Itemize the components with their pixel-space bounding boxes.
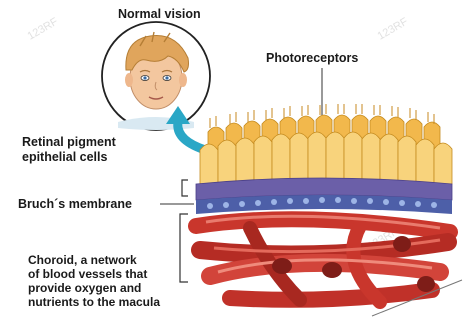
choroid-bracket — [180, 214, 188, 282]
rpe-label-line1: Retinal pigment — [22, 135, 117, 149]
photoreceptor-cells — [200, 104, 452, 184]
choroid-label-line4: nutrients to the macula — [28, 295, 160, 309]
choroid-label-line1: Choroid, a network — [28, 253, 137, 267]
bruchs-membrane-label: Bruch´s membrane — [18, 197, 132, 211]
watermark-text: 123RF — [376, 16, 411, 43]
rpe-bracket — [182, 180, 188, 196]
retina-layers — [196, 104, 452, 214]
rpe-label-line2: epithelial cells — [22, 150, 108, 164]
watermark-text: 123RF — [26, 16, 61, 43]
diagram-title: Normal vision — [118, 7, 201, 21]
choroid-label-line3: provide oxygen and — [28, 281, 141, 295]
photoreceptors-label: Photoreceptors — [266, 51, 358, 65]
choroid-label-line2: of blood vessels that — [28, 267, 147, 281]
face-illustration — [102, 22, 210, 130]
choroid-vessels — [196, 216, 450, 302]
